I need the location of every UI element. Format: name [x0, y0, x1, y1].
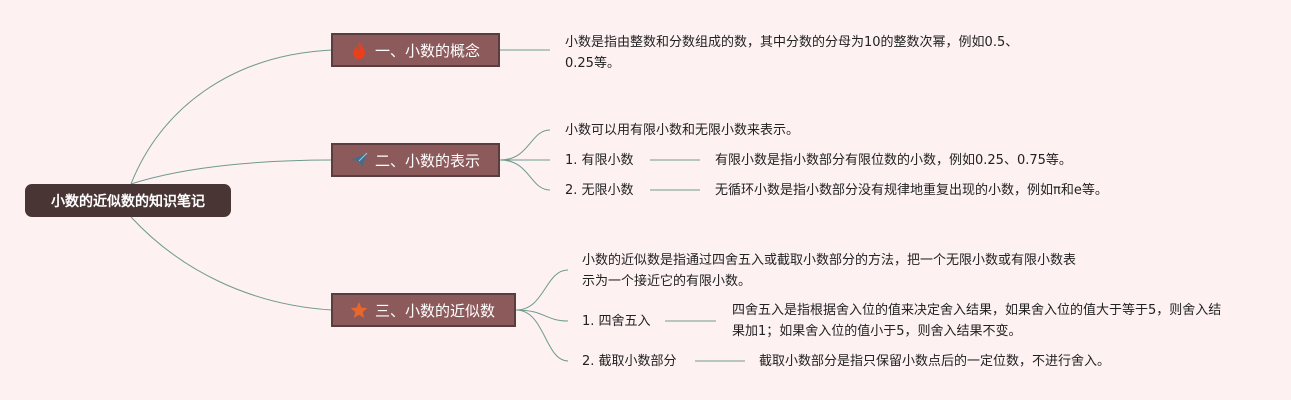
branch-concept[interactable]: 一、小数的概念: [331, 33, 500, 67]
branch-title: 三、小数的近似数: [375, 301, 496, 320]
branch-representation[interactable]: 二、小数的表示: [331, 143, 500, 177]
root-node[interactable]: 小数的近似数的知识笔记: [25, 184, 231, 217]
branch-title: 一、小数的概念: [375, 41, 481, 60]
branch-approximation[interactable]: 三、小数的近似数: [331, 293, 516, 327]
branch-title: 二、小数的表示: [375, 151, 481, 170]
item-truncation: 2. 截取小数部分: [582, 354, 677, 369]
note-representation: 小数可以用有限小数和无限小数来表示。: [565, 123, 800, 138]
item-rounding: 1. 四舍五入: [582, 314, 651, 329]
desc-rounding: 四舍五入是指根据舍入位的值来决定舍入结果，如果舍入位的值大于等于5，则舍入结果加…: [732, 303, 1222, 339]
note-approximation: 小数的近似数是指通过四舍五入或截取小数部分的方法，把一个无限小数或有限小数表示为…: [582, 253, 1077, 289]
root-title: 小数的近似数的知识笔记: [51, 193, 205, 210]
desc-finite-decimal: 有限小数是指小数部分有限位数的小数，例如0.25、0.75等。: [715, 153, 1072, 168]
desc-truncation: 截取小数部分是指只保留小数点后的一定位数，不进行舍入。: [759, 354, 1111, 369]
item-finite-decimal: 1. 有限小数: [565, 153, 634, 168]
paper-plane-icon: [349, 150, 369, 170]
flame-icon: [349, 40, 369, 60]
star-icon: [349, 300, 369, 320]
desc-infinite-decimal: 无循环小数是指小数部分没有规律地重复出现的小数，例如π和e等。: [715, 183, 1108, 198]
note-concept: 小数是指由整数和分数组成的数，其中分数的分母为10的整数次幂，例如0.5、0.2…: [565, 35, 1019, 71]
item-infinite-decimal: 2. 无限小数: [565, 183, 634, 198]
